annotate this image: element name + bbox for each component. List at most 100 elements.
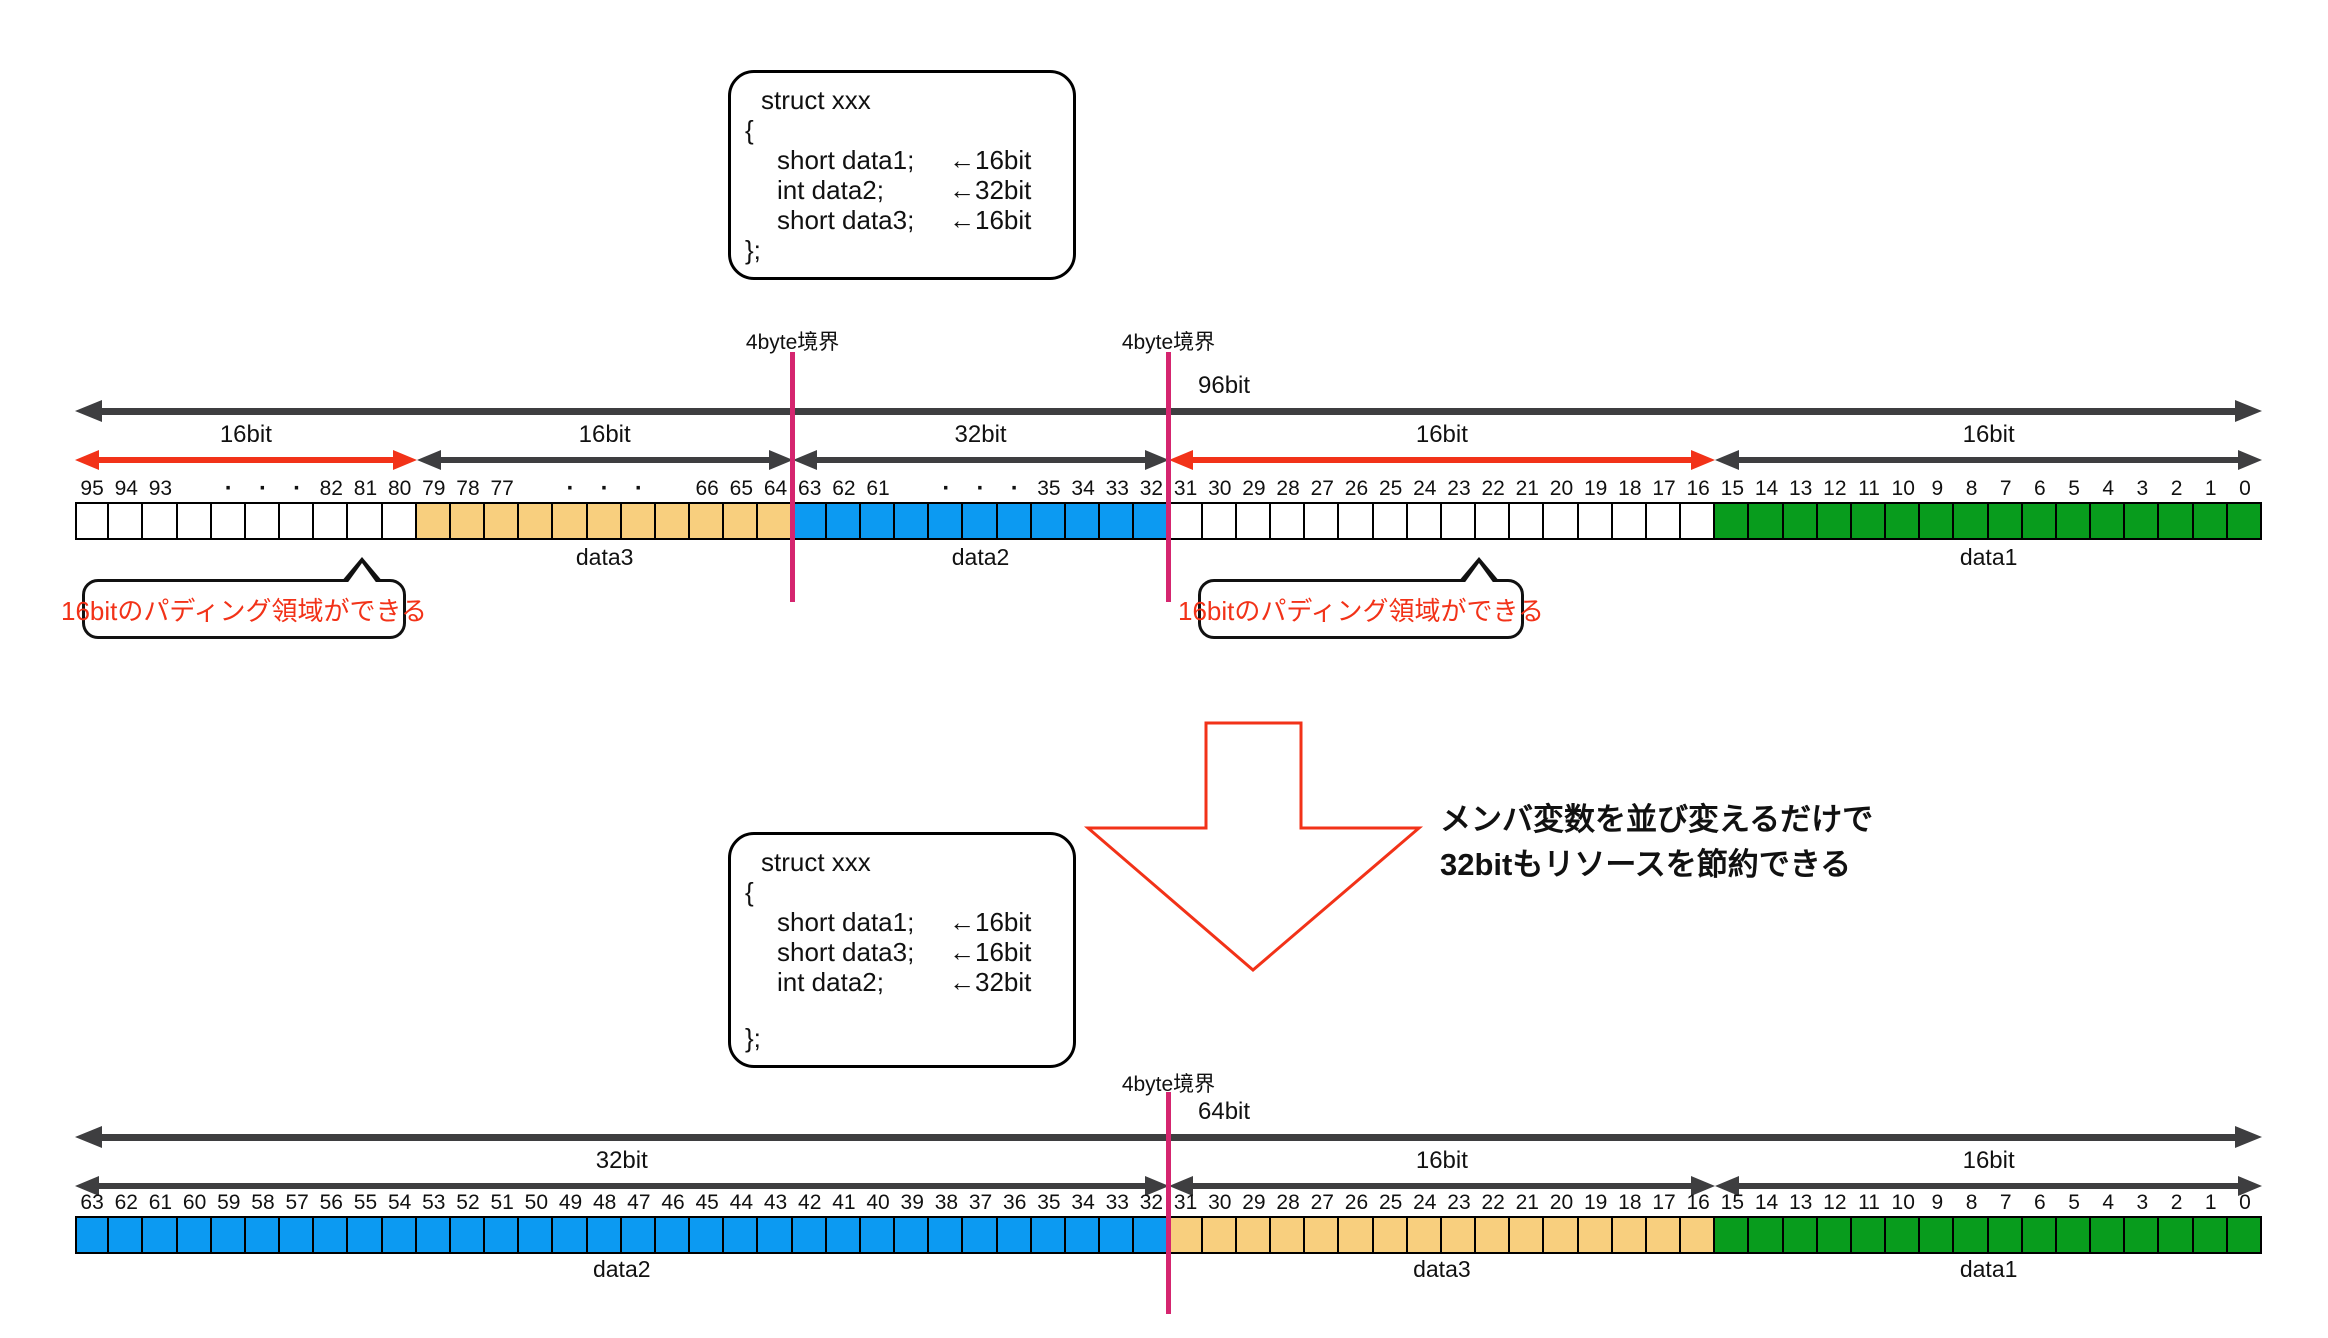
bit-index: 43: [763, 1191, 788, 1214]
bit-cell: 9: [1920, 478, 1955, 540]
bit-cell: 39: [895, 1192, 930, 1254]
bit-index: 66: [695, 477, 719, 500]
member-declaration: int data2;: [777, 175, 884, 205]
bit-box: [553, 502, 588, 540]
bit-box: [1612, 1216, 1647, 1254]
bit-index: 15: [1720, 1191, 1745, 1214]
bit-index: 81: [353, 477, 378, 500]
bit-box: [553, 1216, 588, 1254]
bit-box: [690, 1216, 725, 1254]
total-width-label-wrap: 64bit: [75, 1098, 2262, 1125]
bit-index: 93: [148, 477, 173, 500]
bit-cell: 40: [860, 1191, 896, 1254]
bit-index: 21: [1515, 1191, 1539, 1214]
arrowhead-left-icon: [75, 1126, 102, 1148]
bit-cell: 47: [621, 1192, 656, 1254]
bit-index: 35: [1037, 477, 1061, 500]
bit-index: 33: [1105, 477, 1129, 500]
bit-box: [1134, 1216, 1169, 1254]
bit-cell: 28: [1271, 1191, 1306, 1254]
bit-cell: 51: [485, 1192, 520, 1254]
bit-index: 1: [2204, 1191, 2217, 1214]
bit-box: [1407, 1216, 1442, 1254]
bit-cell: 14: [1749, 478, 1784, 540]
bit-index: 82: [319, 477, 343, 500]
span-arrow-label: 16bit: [578, 421, 631, 448]
bit-box: [1476, 1216, 1511, 1254]
bit-cell: 17: [1646, 478, 1682, 540]
close-brace: };: [745, 1023, 761, 1053]
span-arrow-label: 16bit: [1415, 1147, 1468, 1174]
bit-box: [587, 502, 622, 540]
bit-cell: [177, 478, 212, 540]
bit-index: 37: [968, 1191, 993, 1214]
bit-box: [1851, 502, 1887, 540]
bit-cell: 10: [1886, 1191, 1921, 1254]
bit-index: 48: [592, 1191, 617, 1214]
bit-box: [1373, 1216, 1408, 1254]
bit-box: [245, 502, 281, 540]
double-arrow: [75, 450, 417, 470]
bit-index: 26: [1344, 1191, 1369, 1214]
bit-box: [1646, 502, 1682, 540]
bit-index: 65: [729, 477, 754, 500]
bit-box: [1441, 1216, 1477, 1254]
bit-cell: 56: [314, 1192, 349, 1254]
bit-cell: 4: [2091, 1192, 2126, 1254]
bit-box: [1578, 502, 1613, 540]
bit-cell: 8: [1954, 1192, 1989, 1254]
bit-index: 14: [1754, 1191, 1779, 1214]
bit-cell: ·: [587, 475, 622, 540]
bit-cell: 21: [1510, 1191, 1545, 1254]
bit-index: 28: [1276, 1191, 1300, 1214]
bit-box: [655, 502, 691, 540]
bit-cell: 78: [450, 478, 486, 540]
bit-cell: 12: [1817, 1192, 1852, 1254]
bit-box: [1851, 1216, 1887, 1254]
bit-cell: 10: [1886, 478, 1921, 540]
bit-box: [860, 502, 896, 540]
bit-index: 23: [1447, 1191, 1471, 1214]
bit-index: 50: [524, 1191, 548, 1214]
bit-box: [1886, 502, 1921, 540]
bit-cell: 32: [1134, 1192, 1169, 1254]
bit-cell: 13: [1783, 1192, 1818, 1254]
bit-box: [1783, 502, 1818, 540]
bit-index: 33: [1105, 1191, 1129, 1214]
bit-box: [1681, 1216, 1716, 1254]
field-label: data1: [1959, 544, 2018, 570]
transform-note-line1: メンバ変数を並び変えるだけで: [1440, 802, 1874, 837]
bit-cell: 11: [1851, 478, 1887, 540]
total-width-label: 96bit: [1198, 372, 1251, 399]
member-size-note: ←32bit: [949, 967, 1032, 997]
arrow-shaft: [1190, 1183, 1694, 1189]
bit-box: [997, 1216, 1032, 1254]
bit-cell: 55: [348, 1192, 383, 1254]
bit-cell: 50: [519, 1191, 554, 1254]
bit-cell: 15: [1715, 478, 1750, 540]
bit-index: ·: [1010, 475, 1019, 502]
bit-index: 60: [182, 1191, 207, 1214]
bit-index: 62: [114, 1191, 138, 1214]
bit-index: 10: [1891, 1191, 1915, 1214]
bit-cell: 26: [1339, 478, 1374, 540]
bit-cell: 46: [655, 1192, 691, 1254]
bit-index: 40: [866, 1191, 890, 1214]
bit-cell: 22: [1476, 1192, 1511, 1254]
bit-index: 17: [1652, 1191, 1676, 1214]
bit-cell: 30: [1202, 478, 1237, 540]
bit-cell: 25: [1373, 1192, 1408, 1254]
bit-cell: [519, 478, 554, 540]
bit-cell: 44: [724, 1192, 759, 1254]
bit-cell: ·: [963, 477, 998, 540]
bit-cell: 3: [2125, 478, 2160, 540]
bit-box: [109, 1216, 144, 1254]
bit-index: [178, 478, 212, 502]
arrow-shaft: [1190, 457, 1694, 463]
bit-index: 38: [934, 1191, 959, 1214]
bit-cell: 26: [1339, 1191, 1374, 1254]
bit-index: ·: [634, 475, 643, 502]
bit-index: ·: [600, 475, 609, 502]
